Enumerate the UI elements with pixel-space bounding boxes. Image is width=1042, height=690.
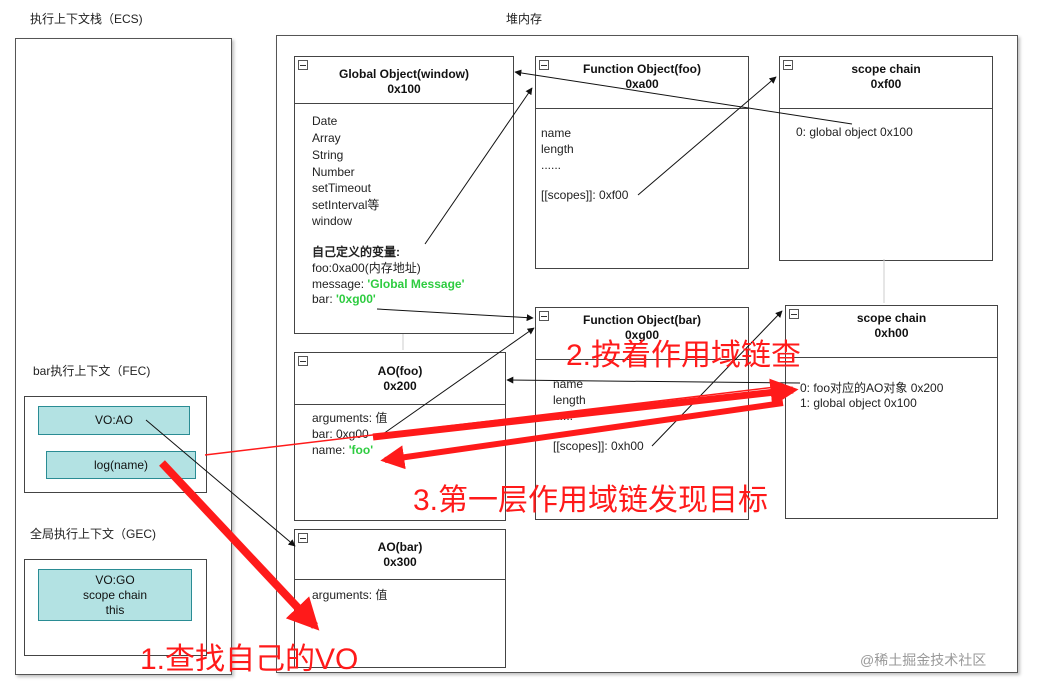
- ecs-title: 执行上下文栈（ECS): [30, 12, 143, 26]
- function-bar-header: Function Object(bar) 0xg00: [536, 308, 748, 360]
- arrow-scopes-to-scope-chain-foo: [637, 76, 777, 196]
- go-bar-line: bar: '0xg00': [312, 291, 376, 307]
- go-bar-key: bar:: [312, 292, 337, 306]
- collapse-icon[interactable]: [298, 533, 308, 543]
- go-bar-value: '0xg00': [336, 292, 376, 306]
- collapse-icon[interactable]: [783, 60, 793, 70]
- ao-foo-title: AO(foo): [377, 364, 423, 378]
- global-object-header: Global Object(window) 0x100: [295, 57, 513, 104]
- global-object-title: Global Object(window): [339, 67, 469, 81]
- global-object-box: Global Object(window) 0x100: [294, 56, 514, 334]
- aof-line-arguments: arguments: 值: [312, 411, 388, 425]
- red-arrow-step1: [159, 460, 320, 631]
- go-custom-label: 自己定义的变量:: [312, 245, 400, 259]
- gec-title: 全局执行上下文（GEC): [30, 527, 157, 541]
- go-message-key: message:: [312, 277, 368, 291]
- scf-line-0: 0: global object 0x100: [796, 125, 913, 139]
- go-message-value: 'Global Message': [367, 277, 465, 291]
- scope-chain-bar-addr: 0xh00: [874, 326, 909, 340]
- scope-chain-bar-title: scope chain: [856, 311, 927, 325]
- go-foo-line: foo:0xa00(内存地址): [312, 261, 421, 275]
- gec-cell[interactable]: VO:GO scope chain this: [38, 569, 192, 621]
- ao-foo-addr: 0x200: [383, 379, 417, 393]
- ao-bar-header: AO(bar) 0x300: [295, 530, 505, 580]
- fb-line-scopes: [[scopes]]: 0xh00: [553, 439, 644, 453]
- scope-chain-foo-addr: 0xf00: [870, 77, 902, 91]
- watermark: @稀土掘金技术社区: [860, 652, 987, 668]
- collapse-icon[interactable]: [539, 60, 549, 70]
- fec-vo-cell[interactable]: VO:AO: [38, 406, 190, 435]
- go-line-number: Number: [312, 165, 355, 179]
- fb-line-length: length: [553, 393, 586, 407]
- ff-line-scopes: [[scopes]]: 0xf00: [541, 188, 629, 202]
- gec-line-scope: scope chain: [82, 588, 148, 602]
- function-foo-title: Function Object(foo): [583, 62, 701, 76]
- gec-line-this: this: [105, 603, 125, 617]
- ff-line-more: ......: [541, 158, 562, 172]
- go-line-setinterval: setInterval等: [312, 198, 380, 212]
- go-line-string: String: [312, 148, 344, 162]
- scb-line-1: 1: global object 0x100: [800, 396, 917, 410]
- annotation-step2: 2.按着作用域链查: [566, 339, 802, 372]
- arrow-aofoo-bar-to-function-bar: [382, 327, 535, 435]
- collapse-icon[interactable]: [298, 356, 308, 366]
- go-line-window: window: [312, 214, 353, 228]
- function-bar-addr: 0xg00: [624, 328, 660, 342]
- go-line-date: Date: [312, 114, 338, 128]
- function-foo-addr: 0xa00: [625, 77, 659, 91]
- heap-title: 堆内存: [506, 12, 543, 26]
- arrow-scopes-to-scope-chain-bar: [651, 310, 783, 447]
- aof-name-key: name:: [312, 443, 349, 457]
- fec-title: bar执行上下文（FEC): [33, 364, 151, 378]
- go-line-settimeout: setTimeout: [312, 181, 371, 195]
- aob-line-arguments: arguments: 值: [312, 588, 388, 602]
- collapse-icon[interactable]: [789, 309, 799, 319]
- ao-foo-header: AO(foo) 0x200: [295, 353, 505, 405]
- arrow-scope-chain-to-global: [514, 69, 853, 125]
- gec-line-vo: VO:GO: [95, 573, 135, 587]
- go-line-array: Array: [312, 131, 341, 145]
- go-message-line: message: 'Global Message': [312, 276, 464, 292]
- ao-bar-title: AO(bar): [377, 540, 423, 554]
- aof-name-value: 'foo': [348, 443, 374, 457]
- ff-line-length: length: [541, 142, 574, 156]
- red-arrow-step2: [372, 378, 799, 441]
- aof-line-name: name: 'foo': [312, 442, 373, 458]
- annotation-step1: 1.查找自己的VO: [140, 643, 359, 676]
- fec-log-cell[interactable]: log(name): [46, 451, 196, 479]
- scope-chain-foo-header: scope chain 0xf00: [780, 57, 992, 109]
- collapse-icon[interactable]: [539, 311, 549, 321]
- ao-bar-box: AO(bar) 0x300: [294, 529, 506, 668]
- function-bar-title: Function Object(bar): [583, 313, 701, 327]
- collapse-icon[interactable]: [298, 60, 308, 70]
- scope-chain-bar-header: scope chain 0xh00: [786, 306, 997, 358]
- arrow-vo-to-ao-bar: [145, 419, 296, 547]
- global-object-addr: 0x100: [387, 82, 421, 96]
- red-arrow-step3: [380, 400, 784, 470]
- arrow-scope-chain-bar-to-aofoo: [506, 376, 801, 384]
- scb-line-0: 0: foo对应的AO对象 0x200: [800, 381, 944, 395]
- arrow-go-to-function-foo: [424, 87, 533, 245]
- arrow-go-bar-to-function-bar: [376, 308, 534, 322]
- ao-bar-addr: 0x300: [383, 555, 417, 569]
- scope-chain-bar-box: scope chain 0xh00: [785, 305, 998, 519]
- scope-chain-foo-title: scope chain: [851, 62, 921, 76]
- ff-line-name: name: [541, 126, 572, 140]
- scope-chain-foo-box: scope chain 0xf00: [779, 56, 993, 261]
- function-foo-header: Function Object(foo) 0xa00: [536, 57, 748, 109]
- annotation-step3: 3.第一层作用域链发现目标: [413, 484, 769, 517]
